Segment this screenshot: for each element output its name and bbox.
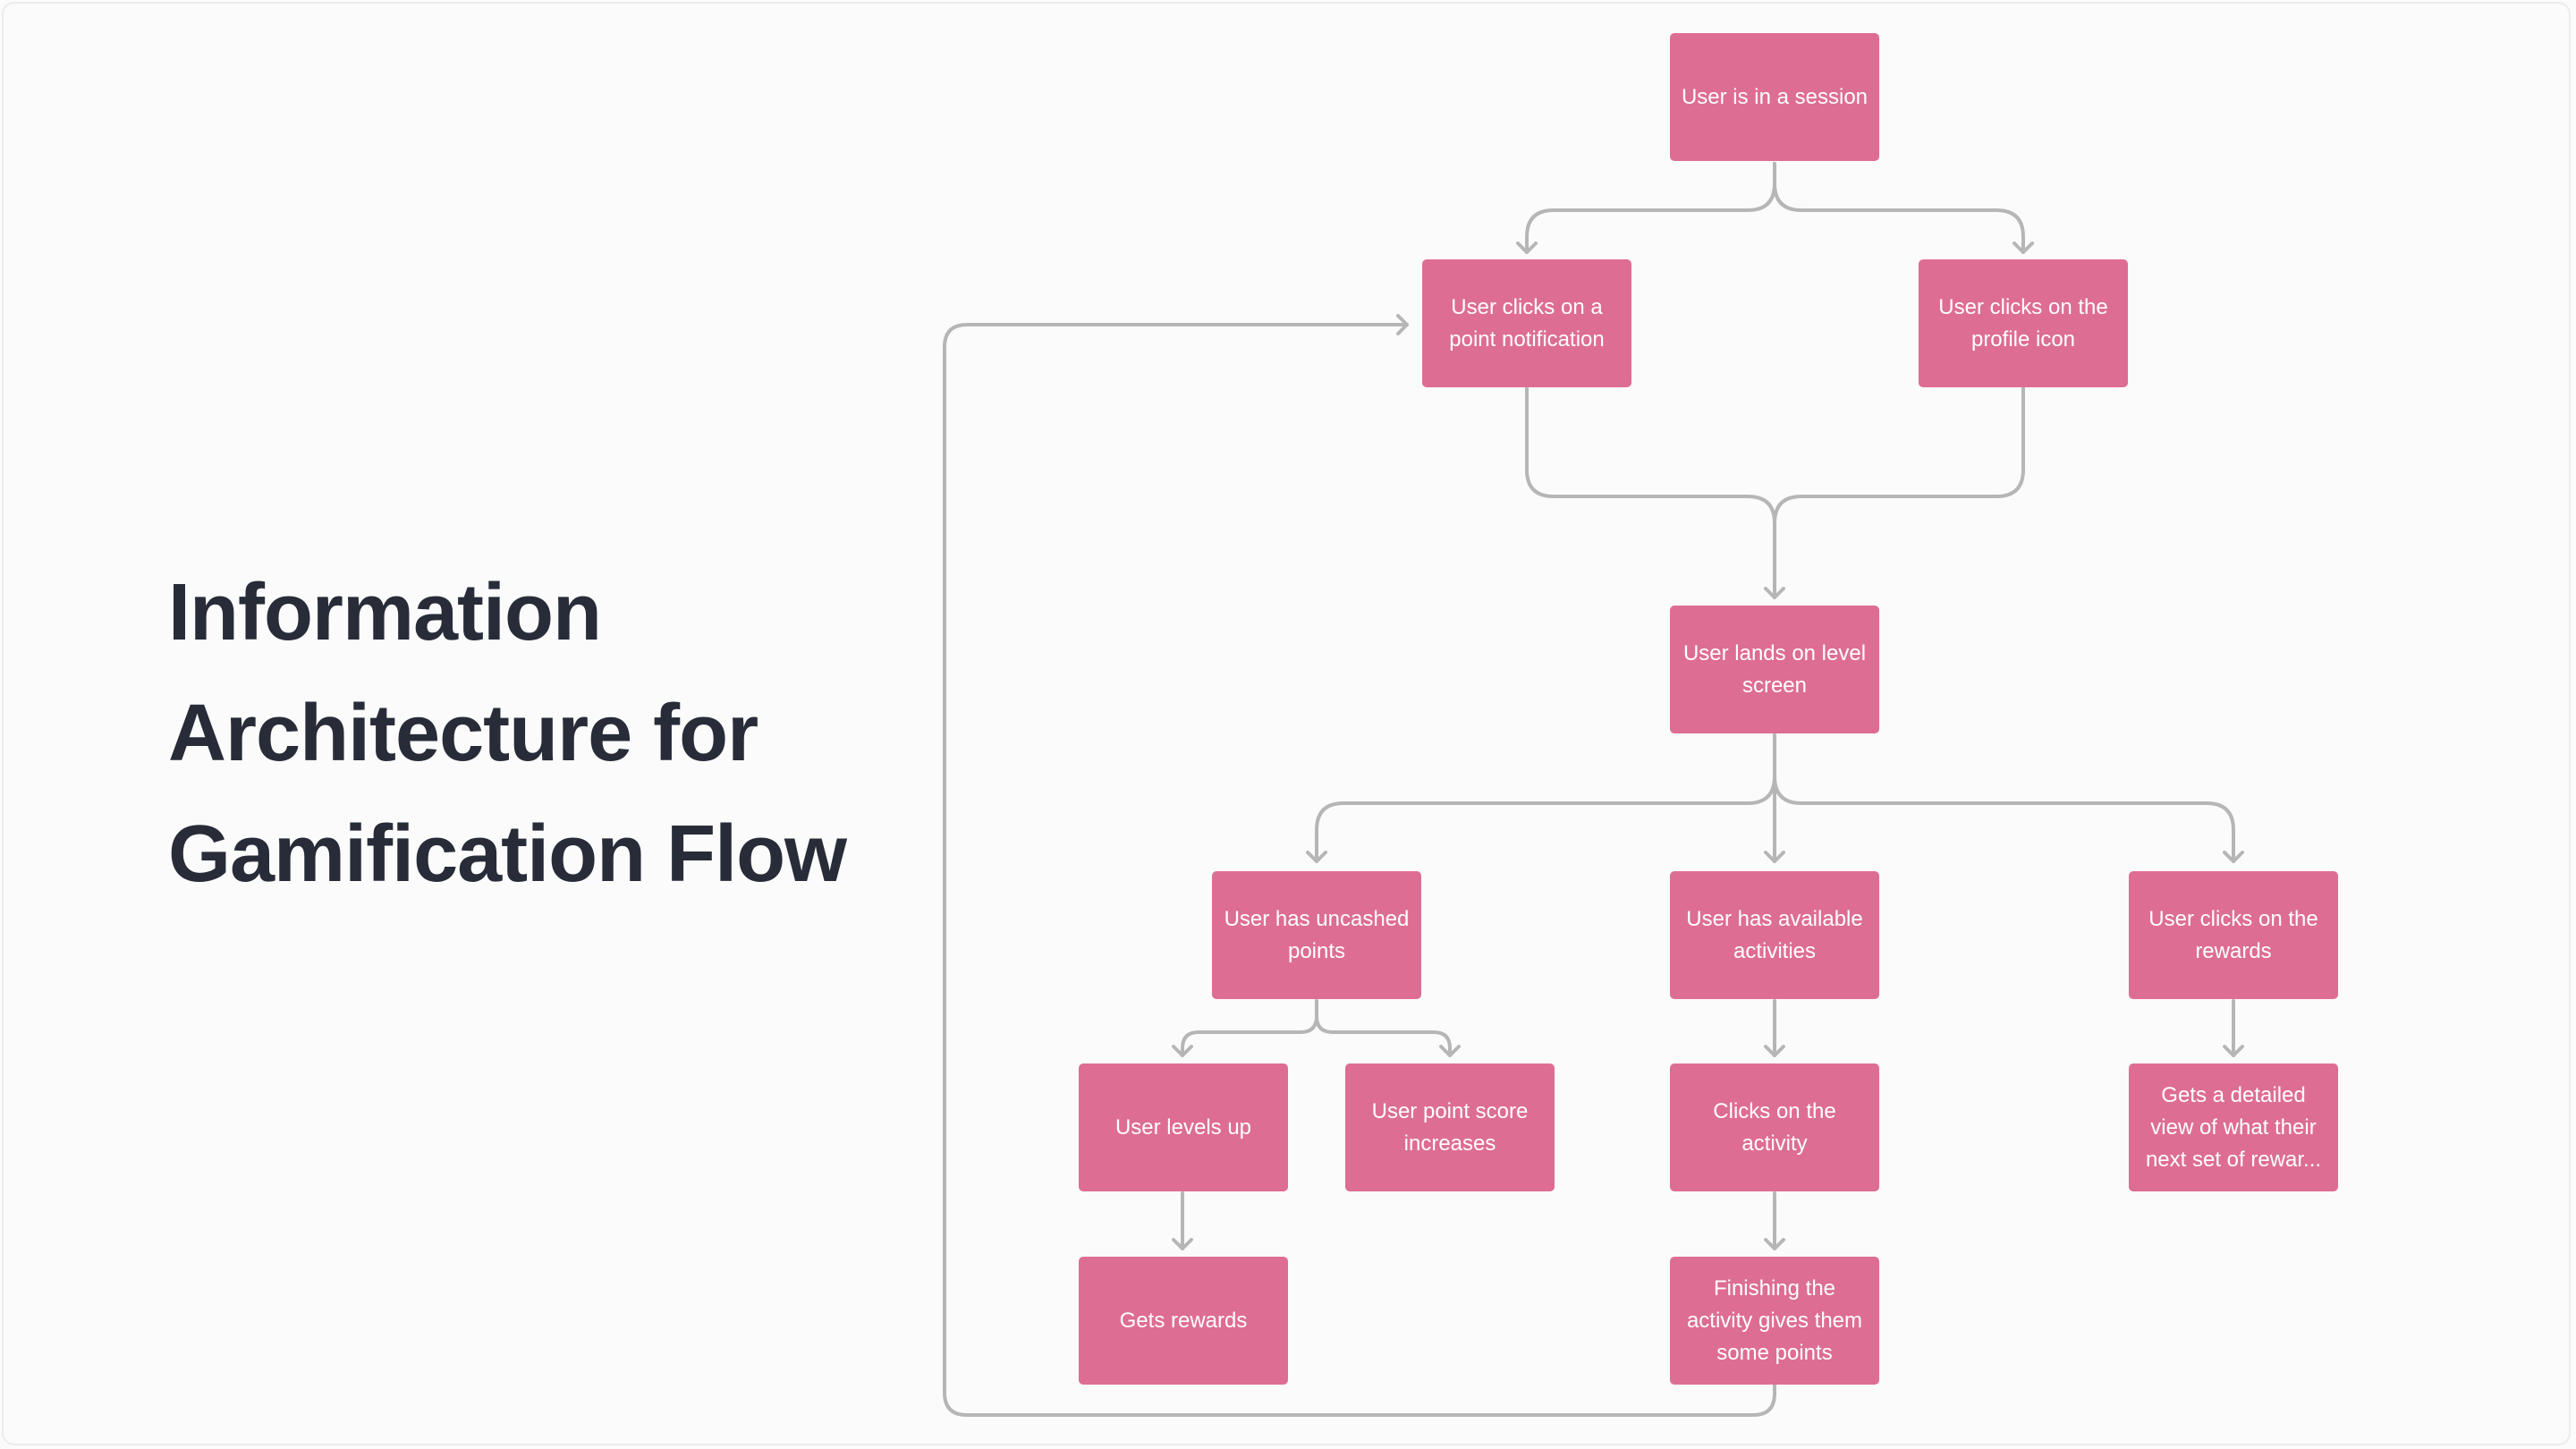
node-gets-rewards[interactable]: Gets rewards (1079, 1257, 1288, 1385)
node-label: User has available activities (1686, 906, 1863, 963)
node-label: User levels up (1114, 1114, 1252, 1140)
node-finishing-activity[interactable]: Finishing the activity gives them some p… (1670, 1257, 1879, 1385)
node-detailed-view[interactable]: Gets a detailed view of what their next … (2129, 1063, 2338, 1191)
node-label: User clicks on the profile icon (1938, 294, 2108, 352)
node-clicks-rewards[interactable]: User clicks on the rewards (2129, 871, 2338, 999)
node-label: Clicks on the activity (1713, 1098, 1836, 1156)
node-label: Finishing the activity gives them some p… (1686, 1275, 1863, 1365)
node-label: Gets rewards (1119, 1308, 1248, 1333)
connector-uncashed-to-score (1315, 999, 1461, 1057)
title-line-2: Architecture for (168, 689, 758, 778)
node-point-notification[interactable]: User clicks on a point notification (1422, 259, 1631, 387)
node-label: User has uncashed points (1224, 906, 1410, 963)
node-levels-up[interactable]: User levels up (1079, 1063, 1288, 1191)
title-line-3: Gamification Flow (168, 809, 847, 899)
node-label: User point score increases (1371, 1098, 1529, 1156)
node-available-activities[interactable]: User has available activities (1670, 871, 1879, 999)
node-level-screen[interactable]: User lands on level screen (1670, 606, 1879, 733)
node-label: Gets a detailed view of what their next … (2145, 1082, 2322, 1172)
page-title: Information Architecture for Gamificatio… (168, 553, 973, 915)
node-label: User lands on level screen (1682, 640, 1867, 698)
node-label: User clicks on a point notification (1449, 294, 1605, 352)
connector-session-to-profile (1773, 162, 2034, 254)
connector-session-to-notification (1516, 162, 1776, 254)
connector-uncashed-to-levels-up (1172, 999, 1318, 1057)
connector-level-to-uncashed (1306, 733, 1776, 863)
node-clicks-activity[interactable]: Clicks on the activity (1670, 1063, 1879, 1191)
node-score-increases[interactable]: User point score increases (1345, 1063, 1555, 1191)
connector-level-to-rewards (1773, 733, 2244, 863)
node-user-in-session[interactable]: User is in a session (1670, 33, 1879, 161)
title-line-1: Information (168, 568, 602, 657)
node-profile-icon[interactable]: User clicks on the profile icon (1919, 259, 2128, 387)
node-uncashed-points[interactable]: User has uncashed points (1212, 871, 1421, 999)
connector-notification-to-merge (1525, 386, 1776, 525)
node-label: User clicks on the rewards (2148, 906, 2318, 963)
node-label: User is in a session (1681, 84, 1868, 109)
connector-loop-back-to-notification (943, 314, 1776, 1417)
connector-profile-to-merge (1773, 386, 2025, 525)
